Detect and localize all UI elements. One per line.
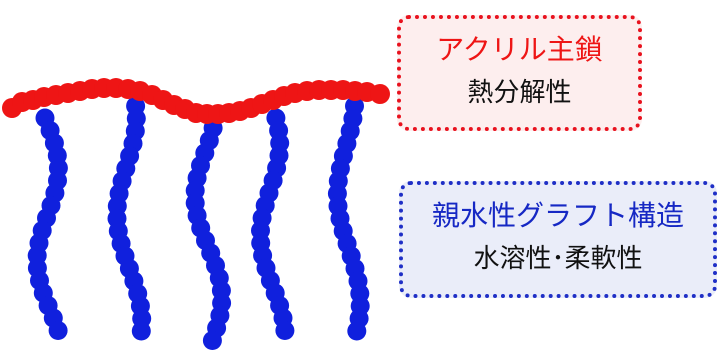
graft-chains bbox=[27, 96, 370, 350]
graft-label-box: 親水性グラフト構造 水溶性･柔軟性 bbox=[399, 181, 717, 298]
graft-label-title: 親水性グラフト構造 bbox=[431, 199, 684, 232]
graft-chain bbox=[107, 96, 152, 341]
backbone-label-box: アクリル主鎖 熱分解性 bbox=[397, 15, 642, 131]
graft-bead bbox=[131, 321, 151, 341]
graft-bead bbox=[275, 321, 295, 340]
backbone-label-title: アクリル主鎖 bbox=[436, 33, 603, 66]
acrylic-backbone-chain bbox=[2, 78, 390, 124]
graft-chain bbox=[185, 118, 232, 350]
graft-bead bbox=[48, 321, 68, 340]
backbone-label-subtitle: 熱分解性 bbox=[467, 78, 572, 108]
graft-bead bbox=[202, 331, 222, 350]
graft-chain bbox=[27, 108, 68, 340]
backbone-bead bbox=[370, 84, 390, 104]
graft-bead bbox=[347, 321, 367, 341]
graft-label-subtitle: 水溶性･柔軟性 bbox=[473, 244, 643, 274]
graft-chain bbox=[327, 96, 370, 341]
graft-chain bbox=[251, 108, 295, 340]
